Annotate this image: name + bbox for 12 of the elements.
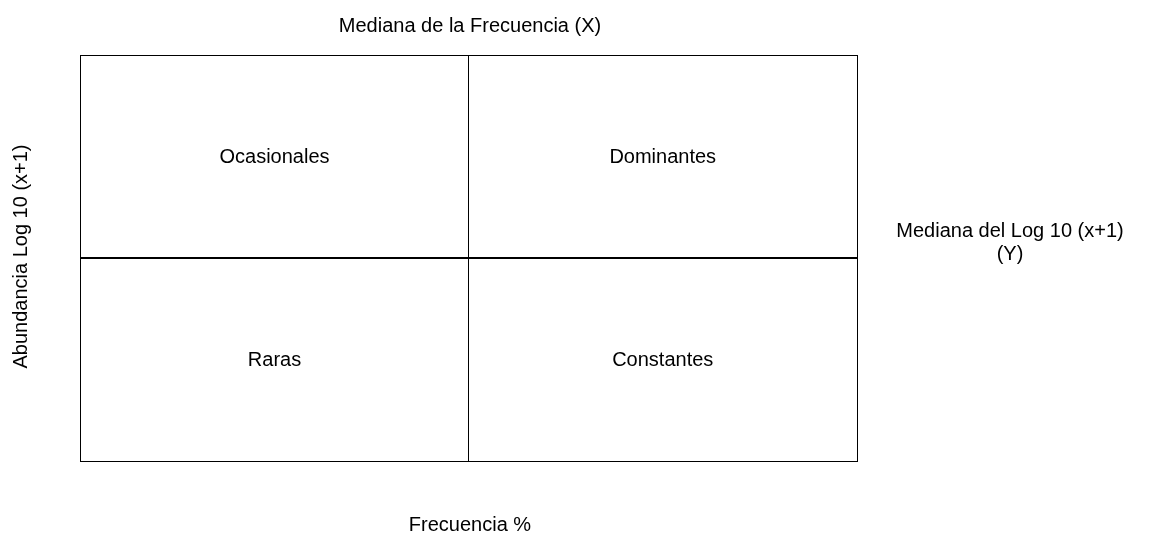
median-label: Mediana del Log 10 (x+1) (Y): [895, 219, 1125, 265]
quadrant-label: Raras: [247, 348, 302, 371]
quadrant-cell: [467, 55, 858, 259]
quadrant-cell: [80, 55, 469, 259]
quadrant-cell: [467, 257, 858, 462]
quadrant-cell: [80, 257, 469, 462]
axis-title: Abundancia Log 10 (x+1): [8, 143, 32, 371]
quadrant-label: Dominantes: [609, 145, 717, 169]
axis-title: Frecuencia %: [407, 513, 533, 536]
axis-title: Mediana de la Frecuencia (X): [337, 14, 603, 37]
quadrant-label: Constantes: [612, 348, 714, 371]
quadrant-label: Ocasionales: [219, 145, 330, 169]
